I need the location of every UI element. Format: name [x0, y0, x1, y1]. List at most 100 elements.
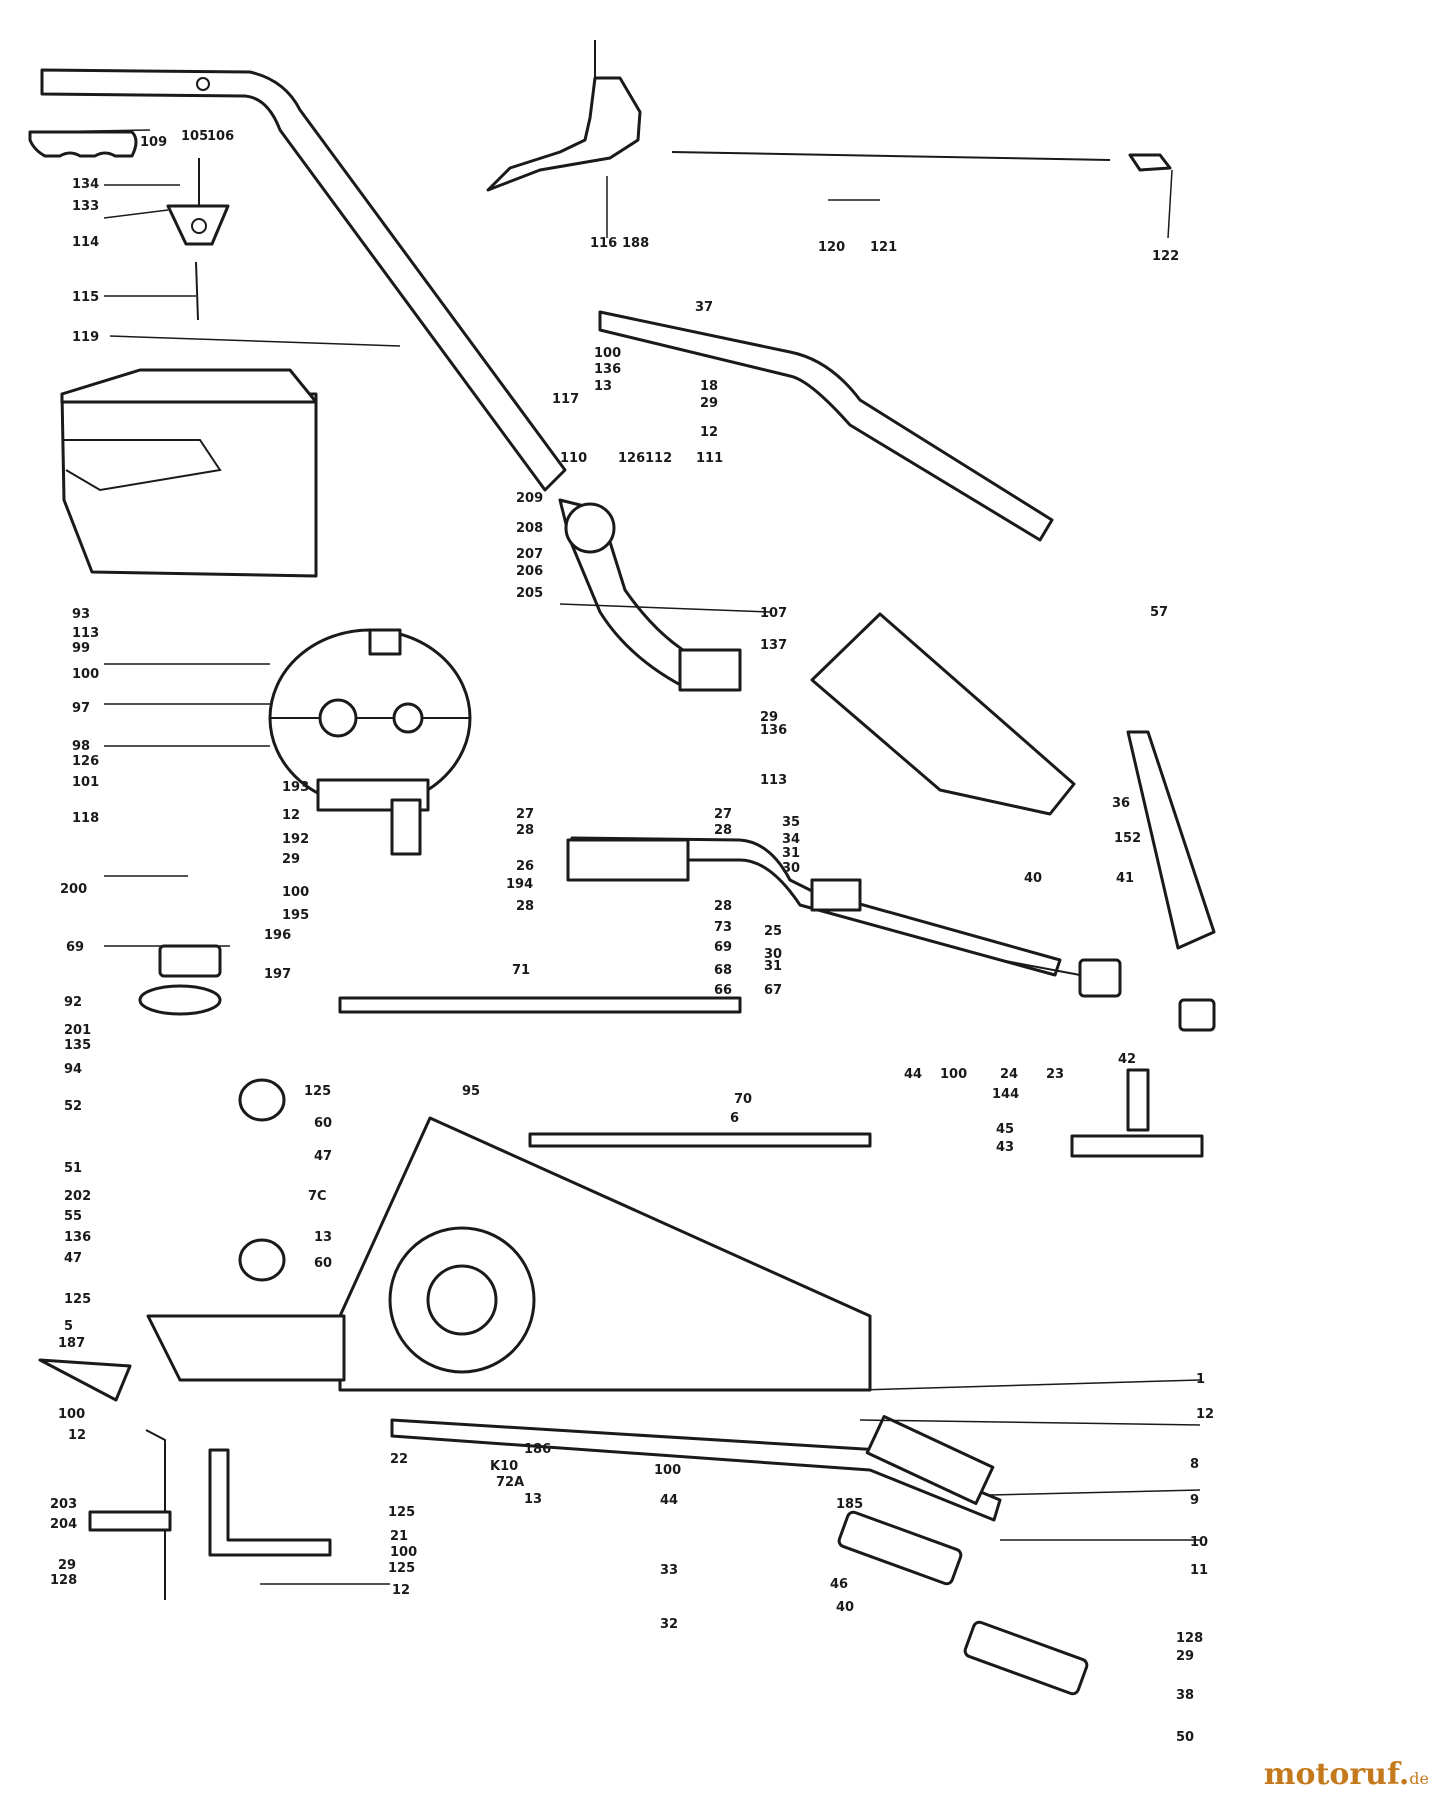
callout-label: 126: [72, 754, 99, 769]
callout-label: 28: [714, 823, 732, 838]
callout-label: 111: [696, 451, 723, 466]
handlebar-upper: [40, 68, 567, 492]
callout-label: 69: [714, 940, 732, 955]
callout-label: 11: [1190, 1563, 1208, 1578]
callout-label: 30: [764, 947, 782, 962]
callout-label: 94: [64, 1062, 82, 1077]
callout-label: 100: [282, 885, 309, 900]
callout-label: 35: [782, 815, 800, 830]
callout-label: 36: [1112, 796, 1130, 811]
callout-label: 122: [1152, 249, 1179, 264]
callout-label: 100: [594, 346, 621, 361]
callout-label: 125: [388, 1505, 415, 1520]
callout-label: 121: [870, 240, 897, 255]
callout-label: 13: [594, 379, 612, 394]
callout-label: 97: [72, 701, 90, 716]
callout-label: 57: [1150, 605, 1168, 620]
callout-label: 100: [390, 1545, 417, 1560]
callout-label: 29: [58, 1558, 76, 1573]
callout-label: 110: [560, 451, 587, 466]
callout-label: 136: [64, 1230, 91, 1245]
callout-label: 27: [714, 807, 732, 822]
callout-label: 128: [1176, 1631, 1203, 1646]
callout-label: 98: [72, 739, 90, 754]
callout-label: 50: [1176, 1730, 1194, 1745]
callout-label: 204: [50, 1517, 77, 1532]
callout-labels: 105 106 109 134 133 114 115 119 116 188 …: [50, 129, 1214, 1745]
callout-label: 136: [760, 723, 787, 738]
callout-label: 106: [207, 129, 234, 144]
callout-label: 206: [516, 564, 543, 579]
callout-label: 116: [590, 236, 617, 251]
callout-label: 46: [830, 1577, 848, 1592]
callout-label: 29: [760, 710, 778, 725]
engine: [60, 392, 318, 578]
callout-label: 113: [760, 773, 787, 788]
parts-drawing: [28, 40, 1216, 1696]
callout-label: 52: [64, 1099, 82, 1114]
callout-label: 125: [64, 1292, 91, 1307]
watermark-tld: de: [1409, 1769, 1429, 1788]
callout-label: 21: [390, 1529, 408, 1544]
callout-label: 193: [282, 780, 309, 795]
callout-label: 100: [72, 667, 99, 682]
callout-label: 125: [388, 1561, 415, 1576]
callout-label: 208: [516, 521, 543, 536]
callout-label: 44: [660, 1493, 678, 1508]
callout-label: 42: [1118, 1052, 1136, 1067]
hand-grip: [28, 130, 138, 158]
watermark-name: motoruf: [1263, 1757, 1399, 1792]
callout-label: 93: [72, 607, 90, 622]
callout-label: 28: [516, 899, 534, 914]
callout-label: 67: [764, 983, 782, 998]
callout-label: 186: [524, 1442, 551, 1457]
callout-label: 43: [996, 1140, 1014, 1155]
belt-cover: [810, 612, 1076, 816]
callout-label: 192: [282, 832, 309, 847]
callout-label: 119: [72, 330, 99, 345]
callout-label: 69: [66, 940, 84, 955]
callout-label: 12: [68, 1428, 86, 1443]
callout-label: 1: [1196, 1372, 1205, 1387]
callout-label: 28: [516, 823, 534, 838]
callout-label: 207: [516, 547, 543, 562]
callout-label: 112: [645, 451, 672, 466]
callout-label: 113: [72, 626, 99, 641]
site-watermark: motoruf.de: [1264, 1757, 1429, 1792]
callout-label: 185: [836, 1497, 863, 1512]
control-cable: [671, 151, 1111, 161]
callout-label: 29: [700, 396, 718, 411]
callout-label: 73: [714, 920, 732, 935]
leader-lines: [31, 129, 1201, 1585]
callout-label: 201: [64, 1023, 91, 1038]
callout-label: 29: [1176, 1649, 1194, 1664]
callout-label: 152: [1114, 831, 1141, 846]
callout-label: 117: [552, 392, 579, 407]
watermark-dot: .: [1398, 1757, 1410, 1792]
callout-label: 137: [760, 638, 787, 653]
callout-label: 100: [58, 1407, 85, 1422]
callout-label: 12: [700, 425, 718, 440]
callout-label: 5: [64, 1319, 73, 1334]
callout-label: 23: [1046, 1067, 1064, 1082]
callout-label: 47: [64, 1251, 82, 1266]
callout-label: 12: [392, 1583, 410, 1598]
callout-label: 188: [622, 236, 649, 251]
callout-label: 22: [390, 1452, 408, 1467]
callout-label: 7C: [308, 1189, 327, 1204]
callout-label: 195: [282, 908, 309, 923]
callout-label: 51: [64, 1161, 82, 1176]
callout-label: 202: [64, 1189, 91, 1204]
callout-label: 134: [72, 177, 99, 192]
callout-label: 12: [1196, 1407, 1214, 1422]
clamp-knob: [166, 204, 230, 246]
callout-label: 70: [734, 1092, 752, 1107]
callout-label: 28: [714, 899, 732, 914]
callout-label: 92: [64, 995, 82, 1010]
callout-label: 55: [64, 1209, 82, 1224]
callout-label: 44: [904, 1067, 922, 1082]
callout-label: 194: [506, 877, 533, 892]
callout-label: 40: [1024, 871, 1042, 886]
callout-label: 10: [1190, 1535, 1208, 1550]
